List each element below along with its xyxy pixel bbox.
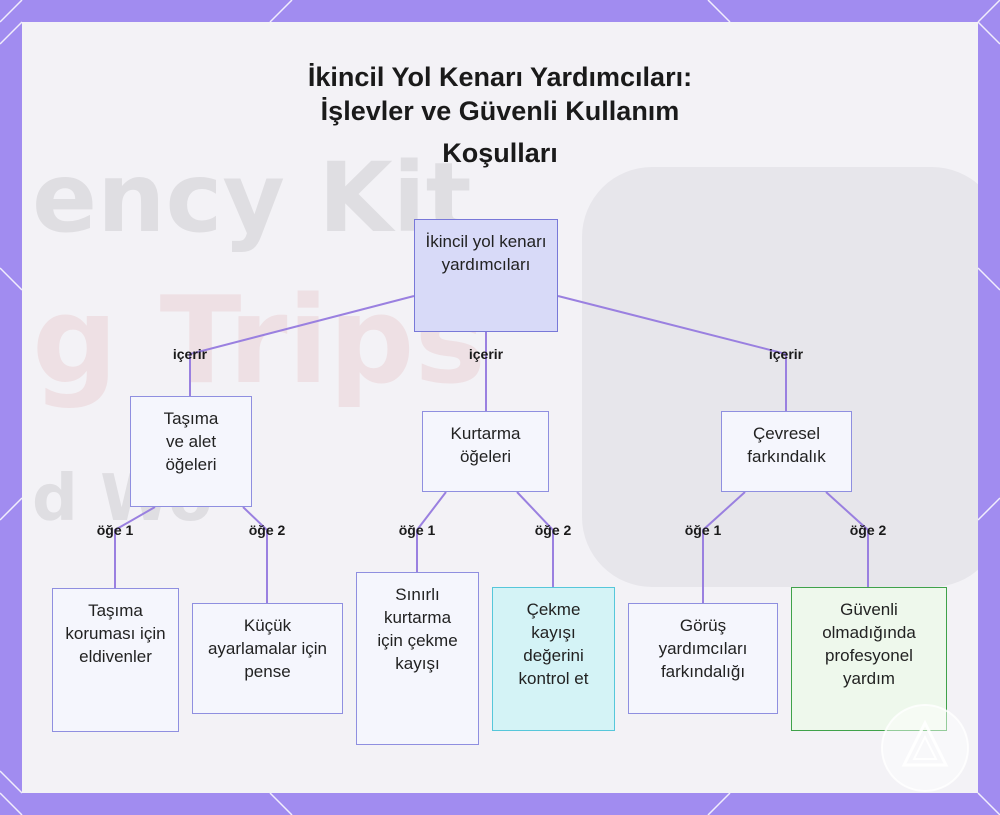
background-case-shape [582,167,978,587]
edge-carry-gloves [114,506,156,588]
node-prohelp-label: Güvenli olmadığında profesyonel yardım [822,600,916,688]
edge-label-item1-rescue: öğe 1 [398,522,436,538]
title-line-1: İkincil Yol Kenarı Yardımcıları: [307,62,693,92]
edge-env-visibility [702,491,746,603]
node-visibility: Görüş yardımcıları farkındalığı [628,603,778,714]
edge-label-item2-env: öğe 2 [849,522,887,538]
edge-label-item1-env: öğe 1 [684,522,722,538]
node-towstrap-label: Sınırlı kurtarma için çekme kayışı [377,585,458,673]
node-gloves-label: Taşıma koruması için eldivenler [65,601,166,666]
edge-root-env [557,295,787,411]
node-pliers: Küçük ayarlamalar için pense [192,603,343,714]
background-text-1: ency Kit [32,142,472,254]
node-env: Çevresel farkındalık [721,411,852,492]
edge-label-item1-carry: öğe 1 [96,522,134,538]
edge-label-contains-3: içerir [768,346,804,362]
node-visibility-label: Görüş yardımcıları farkındalığı [658,616,748,681]
node-rescue: Kurtarma öğeleri [422,411,549,492]
edge-rescue-checkstrap [516,491,554,587]
node-gloves: Taşıma koruması için eldivenler [52,588,179,732]
edge-env-prohelp [825,491,869,587]
edge-label-item2-carry: öğe 2 [248,522,286,538]
watermark-logo-icon [881,704,969,792]
edge-label-item2-rescue: öğe 2 [534,522,572,538]
background-text-2: g Trips [32,272,486,411]
edge-label-contains-2: içerir [468,346,504,362]
title-line-2: İşlevler ve Güvenli Kullanım [320,96,680,126]
node-checkstrap: Çekme kayışı değerini kontrol et [492,587,615,731]
edge-root-carry [189,295,415,396]
node-prohelp: Güvenli olmadığında profesyonel yardım [791,587,947,731]
edge-carry-pliers [242,506,268,603]
node-checkstrap-label: Çekme kayışı değerini kontrol et [518,600,589,688]
node-carry: Taşıma ve alet öğeleri [130,396,252,507]
edge-label-contains-1: içerir [172,346,208,362]
edge-rescue-towstrap [416,491,447,572]
node-towstrap: Sınırlı kurtarma için çekme kayışı [356,572,479,745]
node-pliers-label: Küçük ayarlamalar için pense [207,616,328,681]
node-env-label: Çevresel farkındalık [747,424,826,466]
diagram-title: İkincil Yol Kenarı Yardımcıları: İşlevle… [0,60,1000,170]
node-carry-label: Taşıma ve alet öğeleri [163,409,219,474]
node-root: İkincil yol kenarı yardımcıları [414,219,558,332]
node-root-label: İkincil yol kenarı yardımcıları [425,232,547,274]
title-line-3: Koşulları [442,138,558,168]
node-rescue-label: Kurtarma öğeleri [450,424,521,466]
